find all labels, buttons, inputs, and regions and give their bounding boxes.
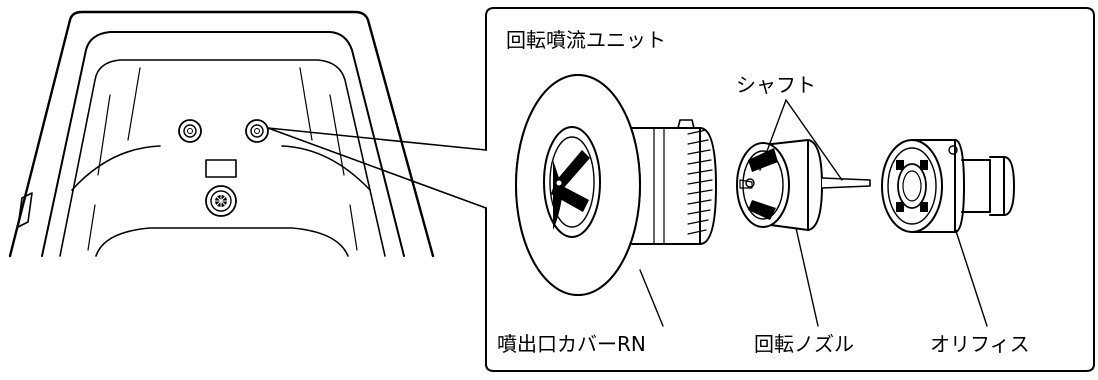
label-orifice: オリフィス	[930, 332, 1030, 356]
callout-pointer	[267, 127, 487, 209]
cover-rn-part	[515, 74, 717, 296]
leader-lines	[639, 99, 988, 327]
bathtub-illustration	[8, 10, 435, 258]
label-cover: 噴出口カバーRN	[497, 332, 646, 356]
label-nozzle: 回転ノズル	[754, 332, 854, 356]
label-shaft: シャフト	[736, 73, 816, 97]
rotary-nozzle-part	[736, 139, 871, 231]
orifice-part	[881, 139, 1015, 233]
callout-frame	[485, 7, 1095, 372]
callout-title: 回転噴流ユニット	[506, 28, 666, 52]
